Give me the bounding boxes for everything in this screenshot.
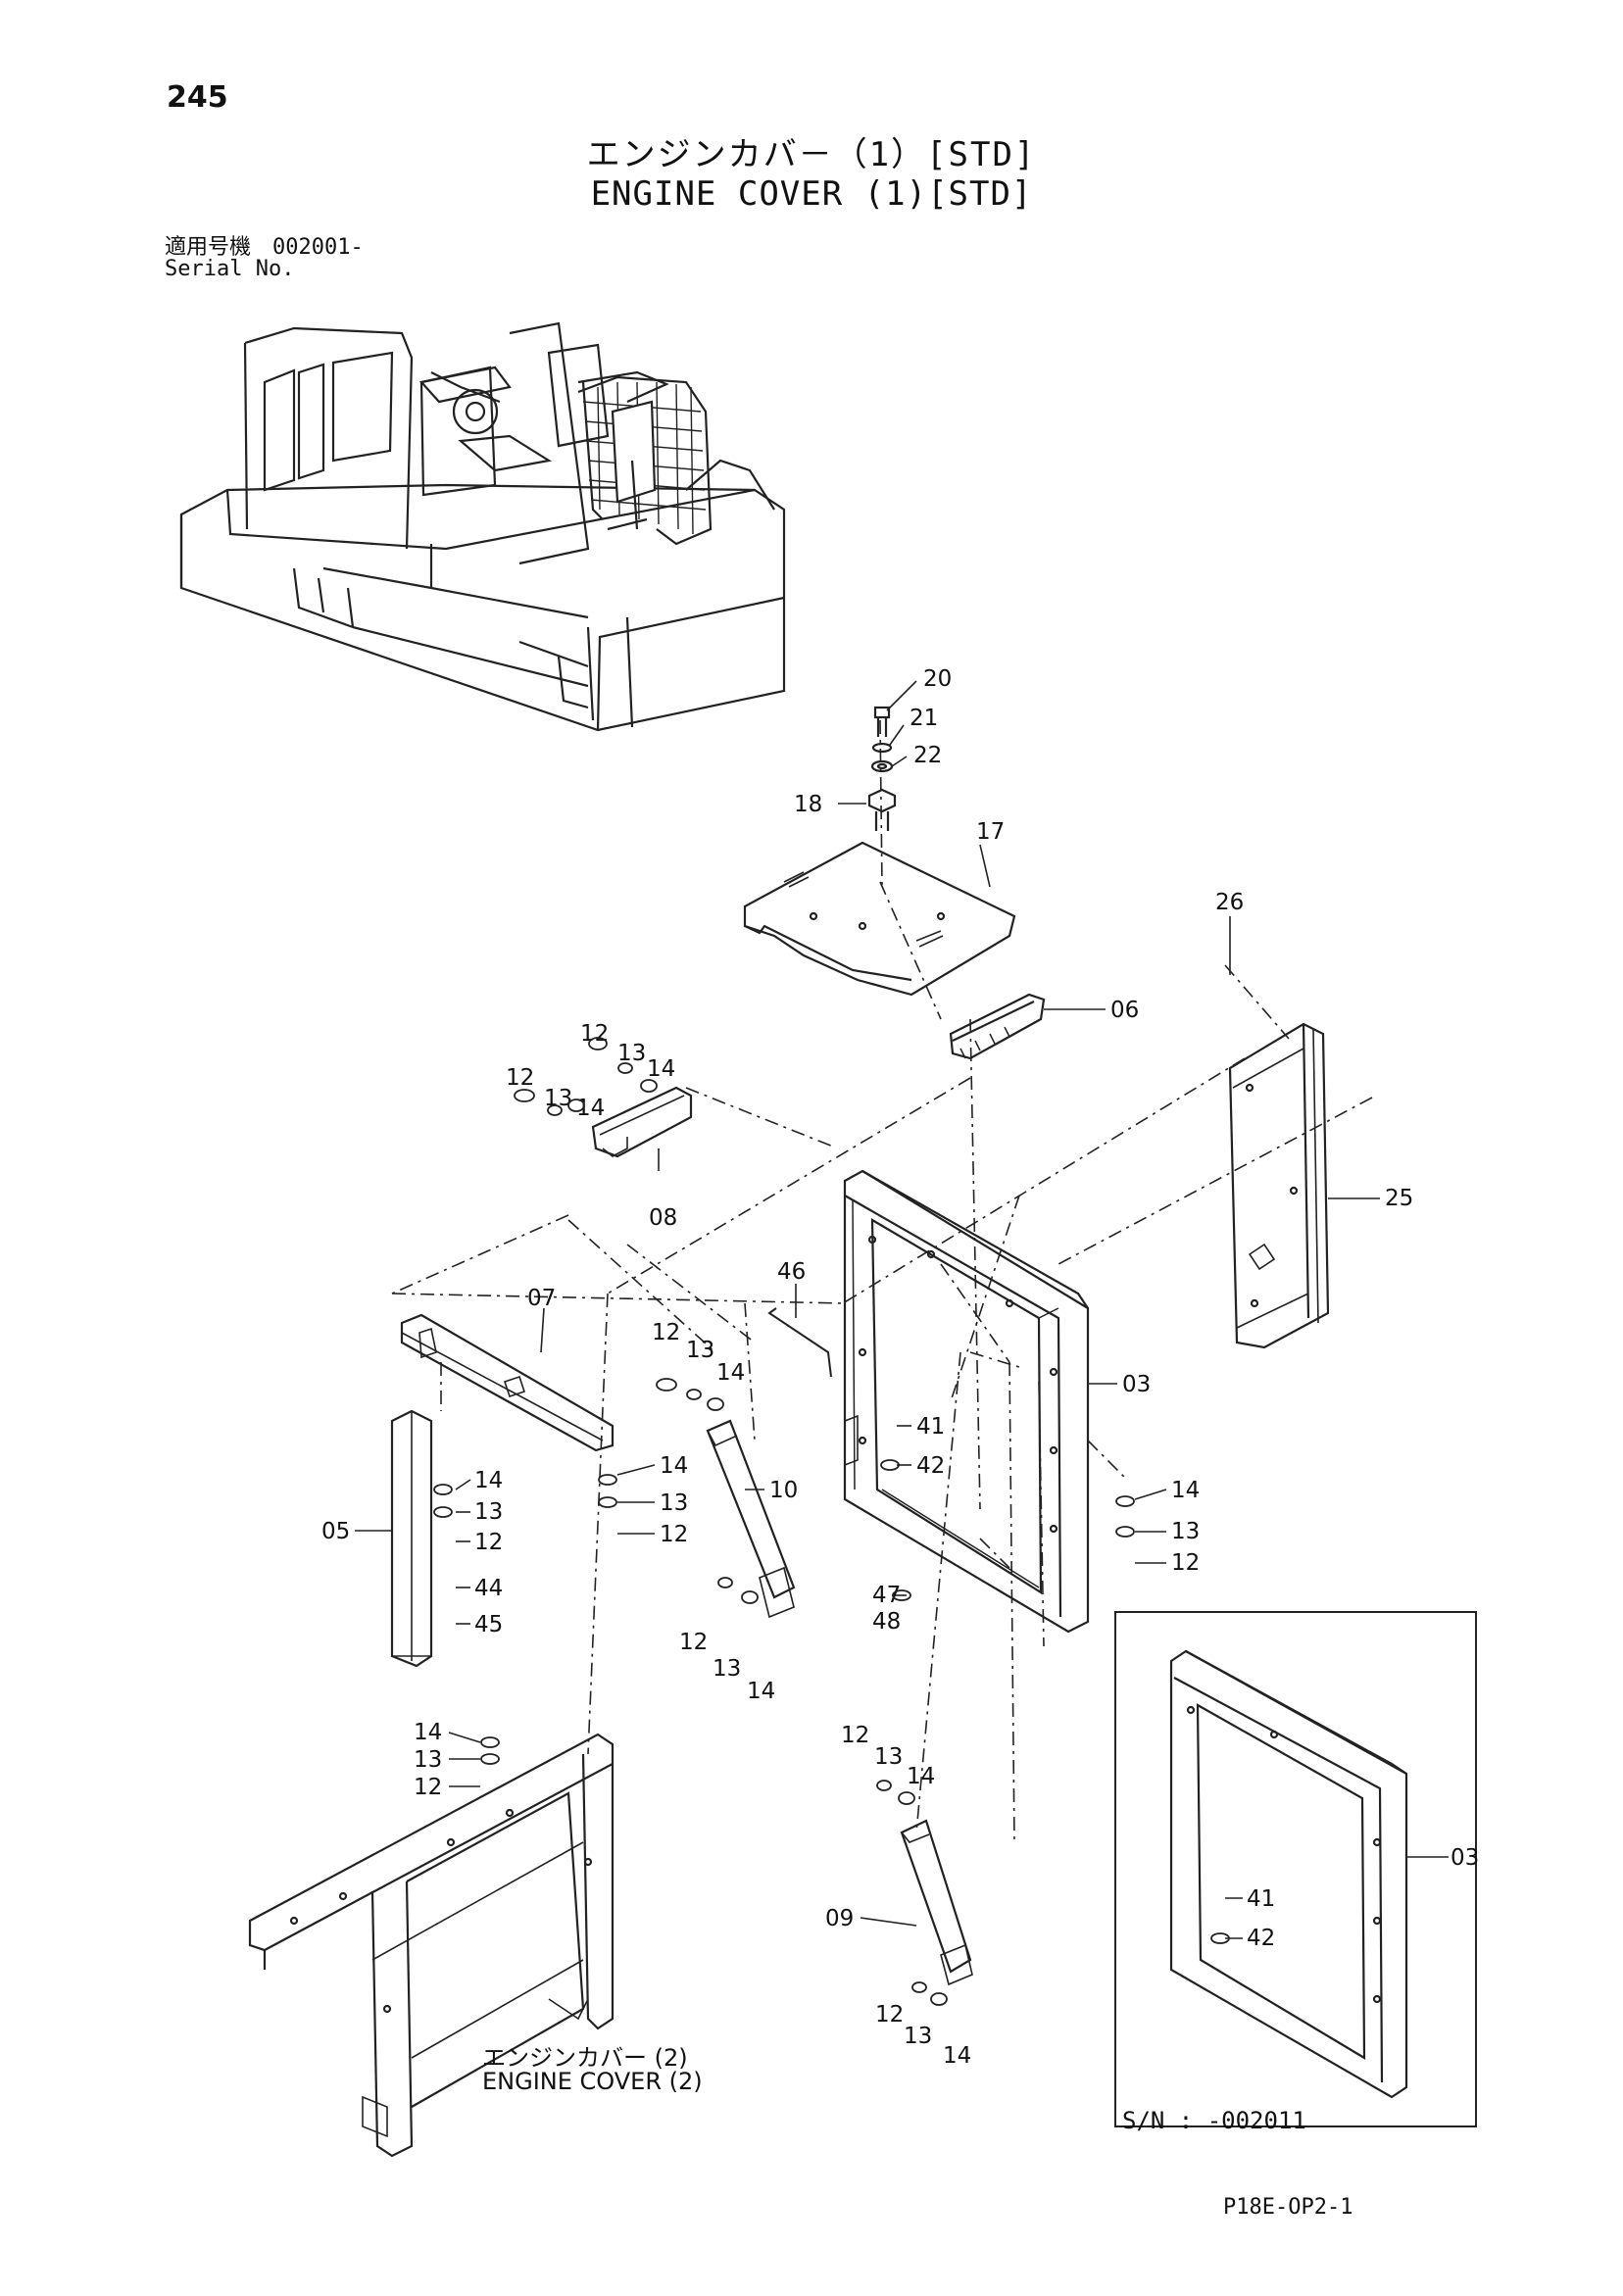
leader-lines [391,719,1373,1843]
callout-14b: 14 [647,1056,675,1082]
callout-44: 44 [474,1576,503,1601]
callout-25: 25 [1385,1186,1413,1211]
callout-14g: 14 [1171,1478,1200,1503]
part-10-strut [706,1419,796,1619]
callout-12j: 12 [875,2002,904,2027]
callout-09: 09 [825,1906,854,1931]
callout-10: 10 [769,1478,798,1503]
callout-45: 45 [474,1612,503,1637]
callout-42b: 42 [1247,1926,1275,1951]
serial-label-japanese: 適用号機 002001- [165,235,364,260]
engine-cover-2-frame [248,1733,615,2158]
inset-box [1114,1611,1477,2127]
callout-13g: 13 [1171,1519,1200,1544]
part-06-bracket [949,993,1046,1060]
callout-13e: 13 [660,1490,688,1516]
part-03-main-frame [843,1169,1090,1634]
part-46-wire [767,1307,832,1378]
callout-12i: 12 [841,1723,869,1748]
part-17-cover-plate [743,841,1016,997]
callout-14d: 14 [474,1468,503,1493]
part-09-strut [900,1819,973,1986]
callout-13j: 13 [904,2024,932,2049]
hardware-top [867,706,897,831]
callout-05: 05 [321,1519,350,1544]
callout-12g: 12 [1171,1550,1200,1576]
callout-12a: 12 [506,1065,534,1091]
callout-41: 41 [916,1414,945,1440]
callout-17: 17 [976,819,1005,845]
serial-label-english: Serial No. [165,257,295,281]
callout-20: 20 [923,666,952,692]
callout-21: 21 [910,706,938,731]
callout-07: 07 [527,1286,556,1311]
callout-12b: 12 [580,1021,609,1047]
callout-42: 42 [916,1453,945,1479]
page-title-english: ENGINE COVER (1)[STD] [590,174,1033,214]
callout-14e: 14 [660,1453,688,1479]
machine-overview [179,321,786,732]
page-number: 245 [167,80,228,115]
callout-08: 08 [649,1205,677,1231]
callout-06: 06 [1110,998,1139,1023]
drawing-code: P18E-OP2-1 [1223,2195,1353,2220]
inset-frame-03 [1169,1649,1408,2099]
callout-14a: 14 [576,1096,605,1121]
callouts: 20 21 22 18 17 26 06 25 12 13 14 12 13 1… [321,666,1479,2069]
callout-13h: 13 [414,1747,442,1773]
callout-47: 47 [872,1583,901,1608]
callout-46: 46 [777,1259,806,1285]
part-07-crossbar [400,1313,615,1452]
callout-12f: 12 [679,1630,708,1655]
callout-14j: 14 [943,2043,971,2069]
part-08-bracket [591,1086,693,1158]
callout-22: 22 [913,743,942,768]
part-05-post [390,1409,433,1668]
page-title-japanese: エンジンカバ－（1）[STD] [586,135,1037,174]
callout-12c: 12 [652,1320,680,1345]
callout-13d: 13 [474,1499,503,1525]
part-25-side-panel [1228,1022,1330,1349]
callout-03: 03 [1122,1372,1151,1397]
engine-cover-2-label-english: ENGINE COVER (2) [482,2068,703,2095]
inset-serial-number: S/N : -002011 [1122,2107,1306,2134]
callout-14f: 14 [747,1679,775,1704]
callout-12h: 12 [414,1775,442,1800]
callout-14i: 14 [907,1764,935,1789]
callout-48: 48 [872,1609,901,1635]
callout-13i: 13 [874,1744,903,1770]
callout-12d: 12 [474,1530,503,1555]
callout-03b: 03 [1451,1845,1479,1871]
callout-14c: 14 [716,1360,745,1386]
callout-12e: 12 [660,1522,688,1547]
hardware-details [433,1037,1230,2006]
callout-13c: 13 [686,1338,714,1363]
callout-14h: 14 [414,1720,442,1745]
callout-41b: 41 [1247,1886,1275,1912]
callout-13f: 13 [713,1656,741,1682]
callout-26: 26 [1215,890,1244,915]
engine-cover-2-label-japanese: エンジンカバー (2) [482,2044,688,2072]
callout-13b: 13 [617,1041,646,1066]
callout-18: 18 [794,792,822,817]
